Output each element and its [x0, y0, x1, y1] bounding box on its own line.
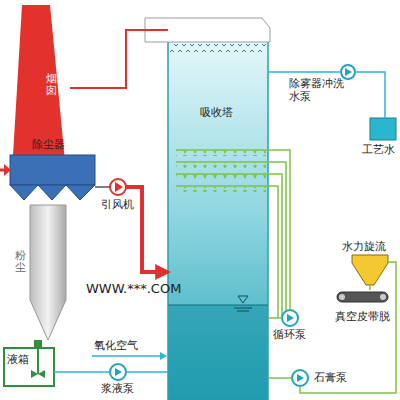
pipe-line [268, 317, 282, 319]
pipe-line [126, 371, 168, 373]
slurry-pump: 浆液泵 [110, 364, 126, 380]
slurry-tank: 液箱 [4, 348, 54, 386]
spray-headers [176, 150, 286, 318]
node-label: 除雾器冲洗 水泵 [289, 77, 347, 103]
chimney-shape [12, 5, 66, 172]
dust-hopper: 粉尘 [30, 205, 66, 340]
oxidation-air-line [92, 352, 167, 360]
dust-collector-shape [10, 155, 95, 200]
node-label: 工艺水 [362, 143, 395, 156]
belt-filter: 真空皮带脱 [335, 290, 390, 306]
pump-symbol [110, 65, 355, 386]
hydrocyclone: 水力旋流 [352, 255, 388, 285]
watermark: WWW.***.COM [86, 281, 181, 297]
absorption-tower: 吸收塔 [168, 18, 268, 400]
node-label: 引风机 [101, 198, 134, 211]
tower-shape [168, 30, 268, 400]
dust-hopper [30, 205, 66, 340]
node-label: 真空皮带脱 [335, 310, 390, 323]
dust-collector: 除尘器 [10, 155, 95, 200]
gypsum-pump: 石膏泵 [292, 370, 308, 386]
pipe-line [300, 262, 396, 393]
water-tank [370, 118, 396, 140]
pipe-line [268, 377, 292, 379]
pipe-line [70, 30, 168, 88]
pipe-line [95, 186, 110, 188]
pipe-line [268, 71, 341, 73]
slurry-pool [169, 305, 267, 400]
node-label: 除尘器 [32, 138, 65, 151]
node-label: 水力旋流 [342, 240, 386, 253]
belt-filter-shape [337, 292, 388, 302]
hydrocyclone-shape [352, 255, 388, 285]
pipe-line [268, 150, 290, 310]
flush-water-pump: 除雾器冲洗 水泵 [341, 65, 355, 79]
fan-symbol [110, 179, 126, 195]
pipe-line [369, 285, 371, 290]
mist-eliminator [170, 44, 266, 52]
process-water-tank: 工艺水 [370, 118, 396, 140]
level-mark [237, 311, 249, 312]
node-label: 石膏泵 [314, 371, 347, 384]
node-label: 粉尘 [15, 250, 26, 274]
node-label: 浆液泵 [101, 382, 134, 395]
liquid-level [168, 305, 268, 306]
pipe-line [355, 72, 385, 118]
circulation-pump: 循环泵 [282, 310, 298, 326]
level-mark [238, 296, 248, 303]
level-mark [234, 308, 252, 309]
flue-inlet-arrow [0, 164, 11, 176]
node-label: 循环泵 [273, 328, 306, 341]
node-label: 液箱 [7, 353, 29, 366]
node-label: 吸收塔 [200, 106, 233, 119]
induced-fan: 引风机 [110, 179, 126, 195]
node-label: 烟囱 [46, 73, 57, 97]
pipe-line [54, 371, 110, 373]
air-label: 氧化空气 [94, 339, 138, 352]
tank-symbol [4, 340, 54, 386]
pump-mark [115, 68, 352, 382]
